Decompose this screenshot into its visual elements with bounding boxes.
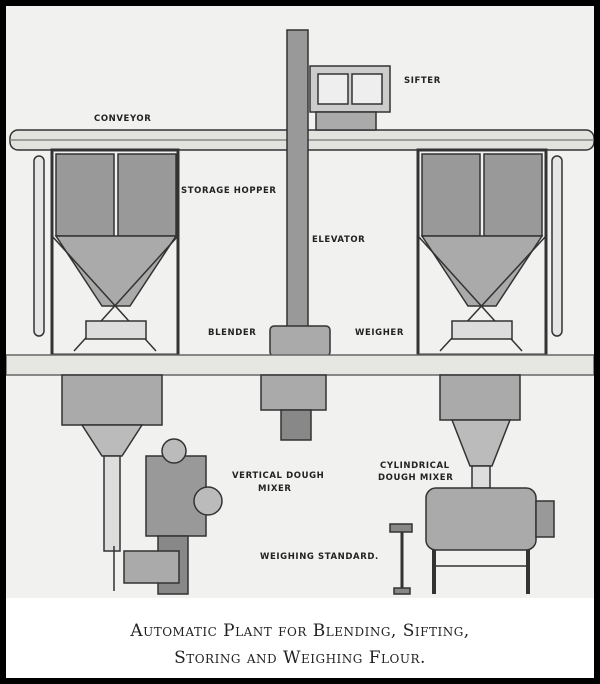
label-storage-hopper: STORAGE HOPPER — [181, 186, 277, 196]
label-blender: BLENDER — [208, 328, 257, 338]
flour-plant-illustration — [6, 6, 594, 598]
elevator-boot — [260, 374, 327, 441]
label-vertical-dough-mixer-2: MIXER — [258, 484, 292, 494]
vertical-dough-mixer — [113, 438, 223, 595]
label-weigher: WEIGHER — [355, 328, 404, 338]
label-conveyor: CONVEYOR — [94, 114, 152, 124]
weighing-standard — [389, 523, 413, 595]
label-cylindrical-dough-mixer-2: DOUGH MIXER — [378, 473, 454, 483]
label-vertical-dough-mixer-1: VERTICAL DOUGH — [232, 471, 325, 481]
figure-sheet: CONVEYOR SIFTER STORAGE HOPPER ELEVATOR … — [6, 6, 594, 678]
left-storage-hopper — [33, 148, 180, 357]
elevator-column — [286, 29, 309, 331]
floor — [6, 354, 594, 376]
cylindrical-dough-mixer — [425, 487, 555, 594]
lower-right-hopper — [439, 374, 521, 489]
right-storage-hopper — [416, 148, 563, 357]
figure-caption: Automatic Plant for Blending, Sifting, S… — [6, 618, 594, 672]
label-elevator: ELEVATOR — [312, 235, 366, 245]
sifter-box — [309, 65, 391, 131]
lower-left-hopper — [61, 374, 163, 552]
blender — [269, 325, 331, 357]
label-weighing-standard: WEIGHING STANDARD. — [260, 552, 379, 562]
caption-line-2: Storing and Weighing Flour. — [174, 648, 426, 668]
caption-line-1: Automatic Plant for Blending, Sifting, — [130, 621, 470, 641]
label-cylindrical-dough-mixer-1: CYLINDRICAL — [380, 461, 450, 471]
label-sifter: SIFTER — [404, 76, 441, 86]
